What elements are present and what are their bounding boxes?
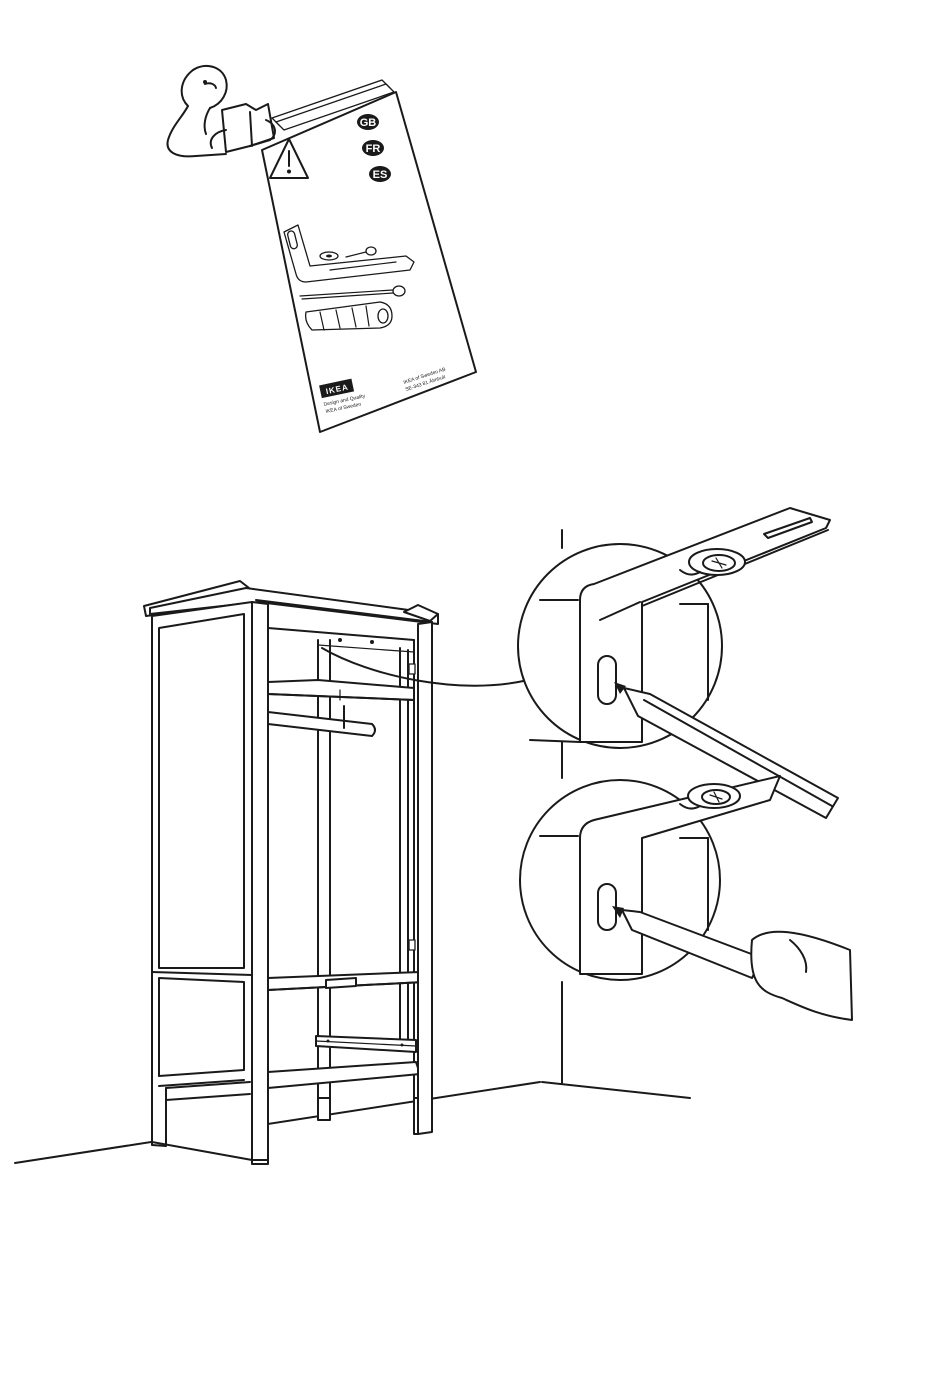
reading-person-icon bbox=[168, 66, 275, 156]
language-badge-fr: FR bbox=[362, 140, 384, 156]
wardrobe bbox=[144, 581, 438, 1164]
safety-booklet: GB FR ES bbox=[262, 80, 476, 432]
svg-text:FR: FR bbox=[366, 143, 381, 155]
svg-text:ES: ES bbox=[373, 169, 388, 181]
language-badge-gb: GB bbox=[357, 114, 379, 130]
language-badge-es: ES bbox=[369, 166, 391, 182]
svg-text:GB: GB bbox=[360, 117, 377, 129]
